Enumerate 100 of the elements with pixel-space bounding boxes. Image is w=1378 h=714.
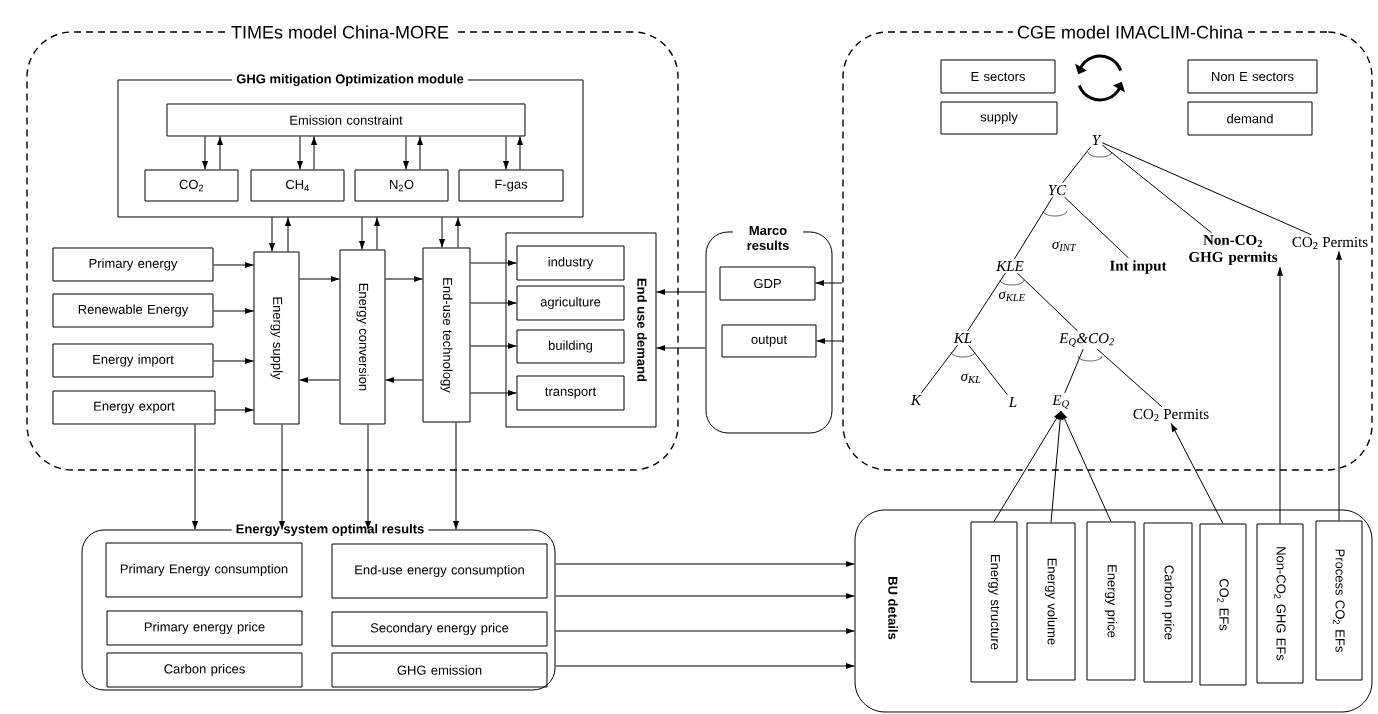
process-box: output [721,324,817,358]
arrow [470,342,517,350]
arrow [215,406,254,414]
tree-branch-line [1064,196,1130,259]
arrow [213,357,254,365]
process-box: Energy price [1086,521,1136,681]
tree-branch-line [1096,348,1163,408]
elasticity-label: σ$_{KLE}$ [998,291,1025,301]
tree-branch-line [1064,348,1084,394]
arrow [416,136,424,170]
process-box: Primary Energy consumption [105,542,303,598]
tree-symbol: KLE [996,261,1024,271]
process-box: Carbon prices [106,652,303,688]
process-box: Process CO$_{2}$ EFs [1315,520,1363,681]
tree-branch-line [1101,142,1312,236]
tree-symbol: K [910,395,922,405]
tree-label: CO$_{2}$ Permits [1133,408,1209,422]
arrow [470,299,517,307]
process-box: demand [1187,101,1313,136]
arrow [502,136,510,170]
arrow [816,337,843,345]
process-box: F-gas [458,169,564,202]
tree-branch-line [920,344,959,394]
arrow [191,424,199,530]
arrow [452,422,460,530]
arrow [993,410,1062,522]
arrow [656,344,706,352]
arrow [555,662,855,670]
arrow [555,592,855,600]
process-box: N$_{2}$O [354,169,449,202]
elasticity-label: σ$_{INT}$ [1052,241,1077,251]
process-box: Energy volume [1026,522,1076,681]
arrow [213,261,254,269]
process-box: Energy import [52,343,214,378]
process-box: Energy structure [970,521,1018,683]
arrow [310,136,318,170]
arrow [373,217,381,250]
process-box: Energy export [52,390,216,425]
tree-symbol: E$_{Q}$ [1052,395,1069,409]
arrow [278,424,286,530]
process-box: supply [940,101,1058,135]
tree-symbol: Y [1092,135,1102,145]
tree-branch-line [968,344,1008,396]
arrow [516,136,524,170]
tree-branch-line [1016,272,1079,332]
process-box: CH$_{4}$ [250,169,345,202]
arrow [454,217,462,248]
process-box: CO$_{2}$ [144,169,239,202]
process-box: Primary energy price [106,610,303,646]
arrow [1060,410,1112,522]
arrow [201,136,209,170]
process-box: Secondary energy price [331,611,548,647]
process-box: Emission constraint [166,103,526,137]
process-box: Non E sectors [1187,59,1318,94]
tree-label: Non-CO$_{2}$ GHG permits [1189,234,1278,266]
arrow [470,259,517,267]
arrow [1276,266,1284,524]
arrow [555,627,855,635]
arrow [216,136,224,170]
process-box: Energy conversion [339,249,386,425]
process-box: GHG emission [331,652,548,688]
process-box: building [516,329,625,364]
tree-branch-line [967,272,1006,332]
arrow [402,136,410,170]
tree-label: Int input [1109,260,1167,274]
process-box: End-use energy consumption [331,543,548,599]
process-box: Primary energy [52,247,214,282]
arrow [1170,422,1224,524]
process-box: Renewable Energy [52,293,214,328]
process-box: Energy supply [253,251,300,425]
tree-symbol: YC [1048,184,1067,196]
arrow [299,376,340,384]
arrow [385,376,423,384]
arrow [299,275,340,283]
arrow [268,217,276,252]
arrow [284,217,292,252]
arrow [555,560,855,568]
tree-symbol: L [1008,397,1017,407]
process-box: agriculture [516,285,625,321]
arrow [656,288,706,296]
tree-symbol: KL [953,333,972,343]
process-box: CO$_{2}$ EFs [1199,523,1247,686]
process-box: End-use technology [422,247,471,423]
arrow [296,136,304,170]
arrow [358,217,366,250]
arrow [385,275,423,283]
process-box: Non-CO$_{2}$ GHG EFs [1256,523,1304,684]
process-box: industry [516,245,625,281]
tree-symbol: E$_{Q}$&CO$_{2}$ [1059,333,1115,347]
arrow [815,279,843,287]
arrow [1335,250,1343,521]
elasticity-label: σ$_{KL}$ [961,373,981,383]
process-box: E sectors [940,59,1056,94]
process-box: Carbon price [1143,522,1193,683]
arrow [470,389,517,397]
tree-branch-line [1101,144,1213,234]
arrow [213,307,254,315]
process-box: GDP [719,266,816,301]
arrow [1050,410,1064,523]
arrow [364,424,372,530]
